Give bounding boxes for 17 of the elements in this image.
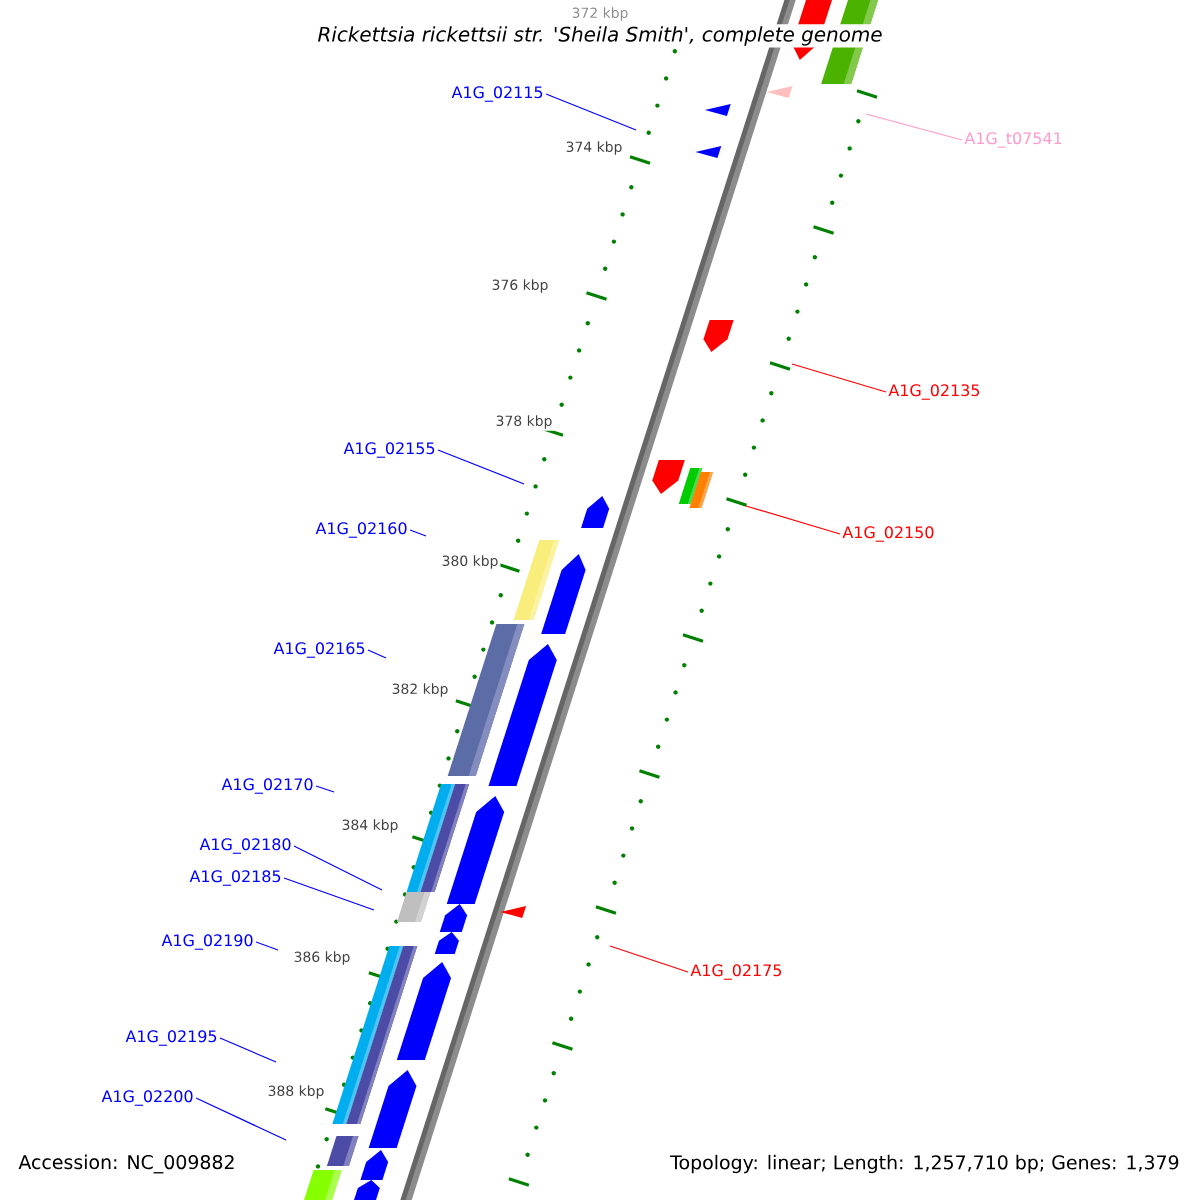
leader-line [283, 877, 375, 911]
leader-line [367, 649, 387, 659]
leader-line [315, 785, 335, 793]
leader-line [545, 93, 637, 131]
leader-line [219, 1037, 277, 1063]
leader-line [609, 945, 689, 973]
leader-line [865, 113, 963, 141]
genome-summary: Topology: linear; Length: 1,257,710 bp; Genes: 1,379 [670, 1154, 1179, 1174]
accession-label: Accession: NC_009882 [18, 1154, 234, 1174]
title: Rickettsia rickettsii str. 'Sheila Smith', complete genome [315, 24, 885, 48]
leader-line [255, 941, 279, 951]
leader-line [437, 449, 525, 485]
leader-line [409, 529, 427, 537]
leader-line [293, 845, 383, 891]
leader-line [791, 363, 887, 393]
leader-line [195, 1097, 287, 1141]
leader-line [745, 505, 841, 535]
